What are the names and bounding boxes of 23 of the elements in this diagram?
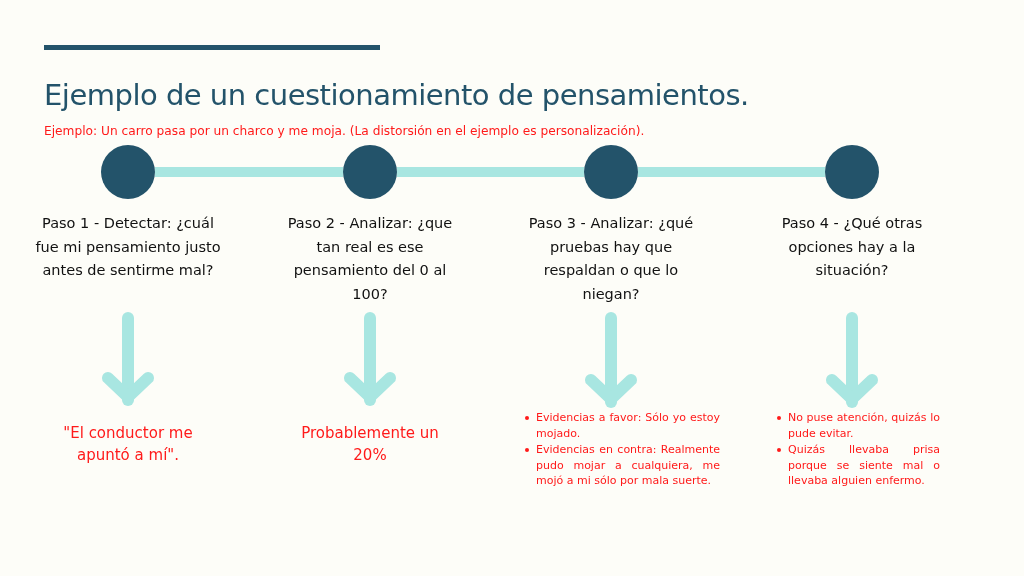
step-text: Paso 2 - Analizar: ¿que tan real es ese pensamiento del 0 al 100? [275,212,465,318]
timeline-circle [101,145,155,199]
subtitle: Ejemplo: Un carro pasa por un charco y me moja. (La distorsión en el ejemplo es personalización). [44,124,645,138]
timeline-circle [343,145,397,199]
step-text: Paso 4 - ¿Qué otras opciones hay a la situación? [757,212,947,318]
down-arrow [102,312,154,406]
bullet-text: Evidencias en contra: Realmente pudo mojar a cualquiera, me mojó a mi sólo por mala suerte. [536,443,720,487]
timeline-line [155,167,343,177]
down-arrow [344,312,396,406]
title: Ejemplo de un cuestionamiento de pensamientos. [44,78,749,112]
timeline-circle [584,145,638,199]
timeline-line [397,167,584,177]
down-arrow [826,312,878,408]
result-text: Probablemente un 20% [290,400,450,466]
bullet-text: No puse atención, quizás lo pude evitar. [788,411,940,440]
bullet-text: Quizás llevaba prisa porque se siente mal o llevaba alguien enfermo. [788,443,940,487]
step-text: Paso 1 - Detectar: ¿cuál fue mi pensamiento justo antes de sentirme mal? [33,212,223,318]
timeline-circle [825,145,879,199]
bullet-text: Evidencias a favor: Sólo yo estoy mojado. [536,411,720,440]
timeline-line [638,167,825,177]
result-text: "El conductor me apuntó a mí". [48,400,208,466]
down-arrow [585,312,637,408]
step-text: Paso 3 - Analizar: ¿qué pruebas hay que respaldan o que lo niegan? [516,212,706,318]
